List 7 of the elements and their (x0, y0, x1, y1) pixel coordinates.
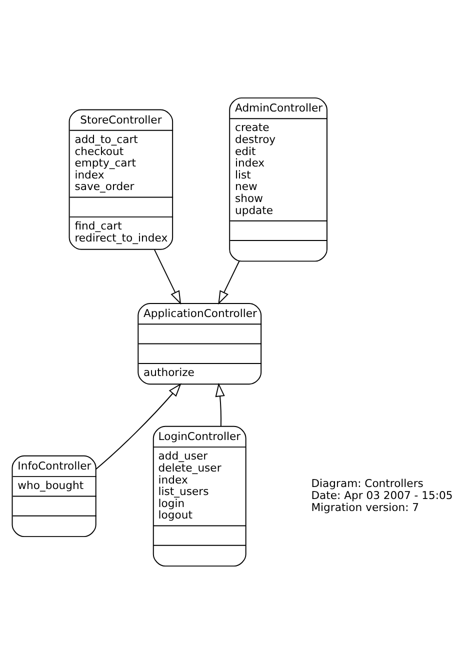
label: Migration version: 7 (311, 500, 420, 514)
label: Diagram: Controllers (311, 476, 424, 490)
label: Date: Apr 03 2007 - 15:05 (311, 488, 453, 502)
arrow (218, 260, 240, 304)
arrow (95, 382, 182, 470)
arrow (154, 248, 182, 304)
arrow (215, 382, 225, 426)
